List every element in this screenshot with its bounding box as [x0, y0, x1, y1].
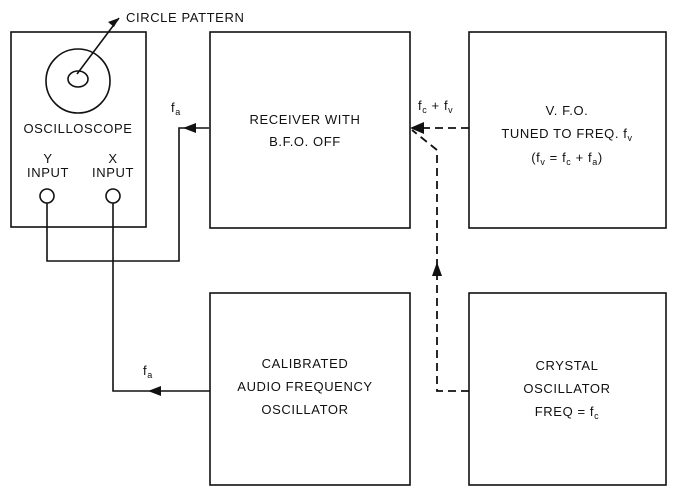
crystal-oscillator-box — [468, 292, 667, 486]
receiver-output-arrowhead — [183, 123, 196, 133]
fa-bottom-label: fa — [143, 363, 153, 380]
circle-pattern-leader — [76, 17, 120, 75]
audio-to-x-wire — [112, 203, 210, 392]
fa-top-label: fa — [171, 100, 181, 117]
x-input-label-2: INPUT — [92, 165, 134, 180]
vfo-formula: (fv = fc + fa) — [531, 150, 603, 167]
receiver-label-1: RECEIVER WITH — [249, 112, 360, 127]
audio-osc-label-3: OSCILLATOR — [261, 402, 348, 417]
oscilloscope-box — [10, 31, 147, 228]
fc-plus-fv-label: fc + fv — [418, 98, 453, 115]
audio-oscillator-box — [209, 292, 411, 486]
oscilloscope-label: OSCILLOSCOPE — [23, 121, 132, 136]
scope-screen — [45, 48, 111, 114]
x-input-jack — [105, 188, 121, 204]
receiver-to-y-wire — [46, 127, 209, 262]
y-input-jack — [39, 188, 55, 204]
receiver-label-2: B.F.O. OFF — [269, 134, 341, 149]
audio-osc-label-2: AUDIO FREQUENCY — [237, 379, 372, 394]
vfo-box — [468, 31, 667, 229]
crystal-to-receiver-dashed — [411, 129, 469, 392]
vfo-label-1: V. F.O. — [546, 103, 589, 118]
receiver-box — [209, 31, 411, 229]
crystal-label-2: OSCILLATOR — [523, 381, 610, 396]
vfo-to-receiver-arrowhead — [410, 122, 424, 134]
circle-pattern-label: CIRCLE PATTERN — [126, 10, 244, 25]
crystal-to-receiver-arrowhead — [432, 262, 442, 276]
x-input-label-1: X — [108, 151, 117, 166]
vfo-label-2: TUNED TO FREQ. fv — [501, 126, 632, 143]
circle-pattern-trace — [67, 70, 89, 88]
audio-osc-label-1: CALIBRATED — [262, 356, 349, 371]
y-input-label-2: INPUT — [27, 165, 69, 180]
circle-pattern-arrowhead — [108, 18, 119, 27]
crystal-label-1: CRYSTAL — [536, 358, 599, 373]
y-input-label-1: Y — [43, 151, 52, 166]
crystal-freq-label: FREQ = fc — [535, 404, 599, 421]
audio-output-arrowhead — [148, 386, 161, 396]
